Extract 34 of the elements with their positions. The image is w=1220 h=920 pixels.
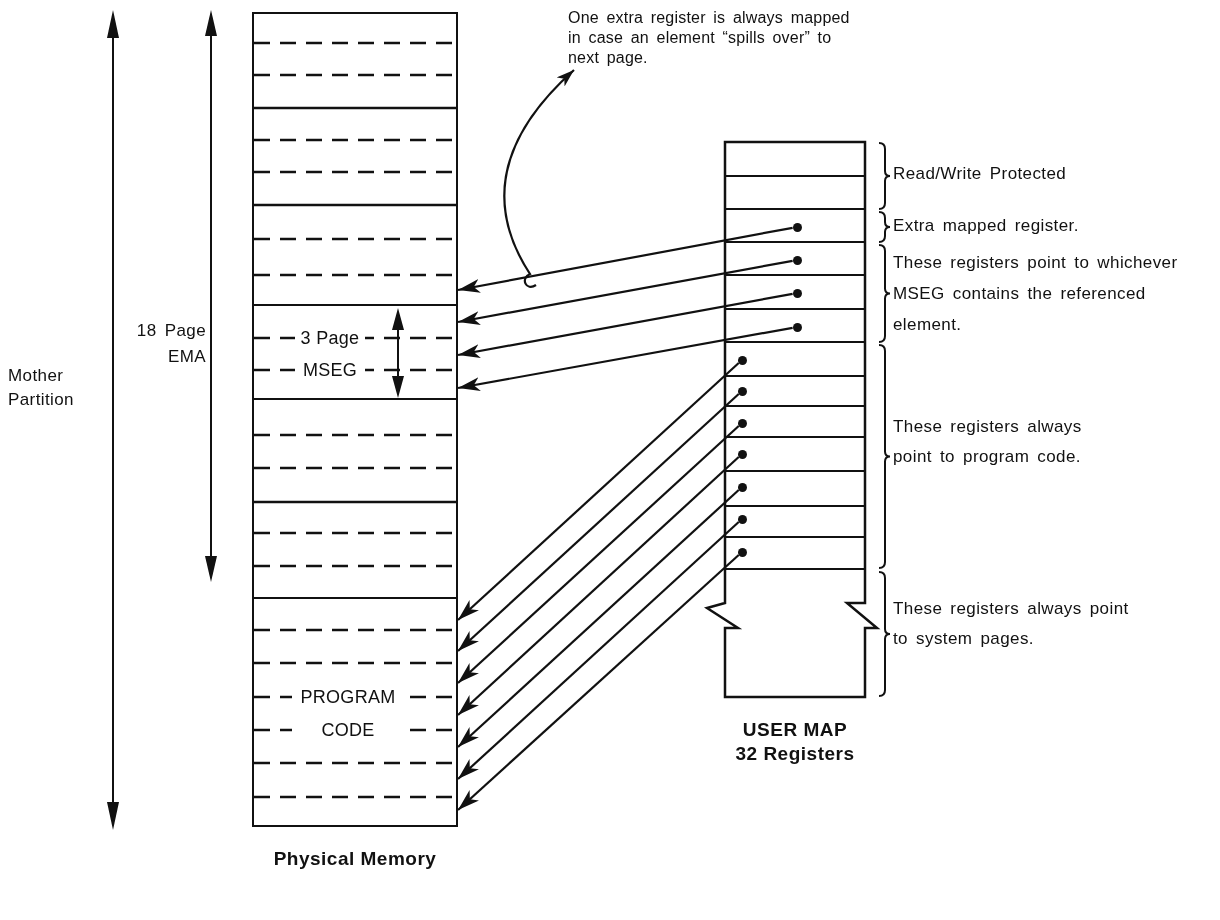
column-heading: Physical Memory <box>272 847 438 871</box>
connector-dot <box>792 322 802 332</box>
arrow <box>457 521 740 780</box>
arrow <box>457 456 740 716</box>
connector-dot <box>792 288 802 298</box>
connector-dot <box>792 222 802 232</box>
arrow <box>457 259 793 325</box>
arrow <box>457 326 793 391</box>
connector-dot <box>737 355 747 365</box>
connector-dot <box>737 514 747 524</box>
map-heading: USER MAP 32 Registers <box>734 718 856 766</box>
connector-dot <box>737 482 747 492</box>
annotation-text: One extra register is always mapped in case an element “spills over” to next page. <box>568 8 868 68</box>
annotation-label: Mother Partition <box>8 365 75 411</box>
annotation-label: Extra mapped register. <box>893 215 1080 237</box>
leader-line <box>503 69 575 288</box>
annotation-label: These registers always point to system pages. <box>893 598 1130 650</box>
arrow <box>457 393 740 652</box>
arrow <box>457 425 740 684</box>
arrow <box>457 226 793 293</box>
arrow <box>457 292 793 358</box>
annotation-label: 18 Page EMA <box>135 320 206 368</box>
connector-dot <box>737 386 747 396</box>
arrow <box>457 362 740 621</box>
connector-dot <box>737 418 747 428</box>
annotation-label: These registers point to whichever MSEG contains the referenced element. <box>893 252 1179 336</box>
connector-dot <box>737 449 747 459</box>
arrow <box>457 554 740 811</box>
annotation-label: These registers always point to program code. <box>893 416 1083 468</box>
memory-segment <box>252 304 458 400</box>
connector-dot <box>792 255 802 265</box>
arrow <box>457 489 740 748</box>
connector-dot <box>737 547 747 557</box>
annotation-label: Read/Write Protected <box>893 163 1068 185</box>
